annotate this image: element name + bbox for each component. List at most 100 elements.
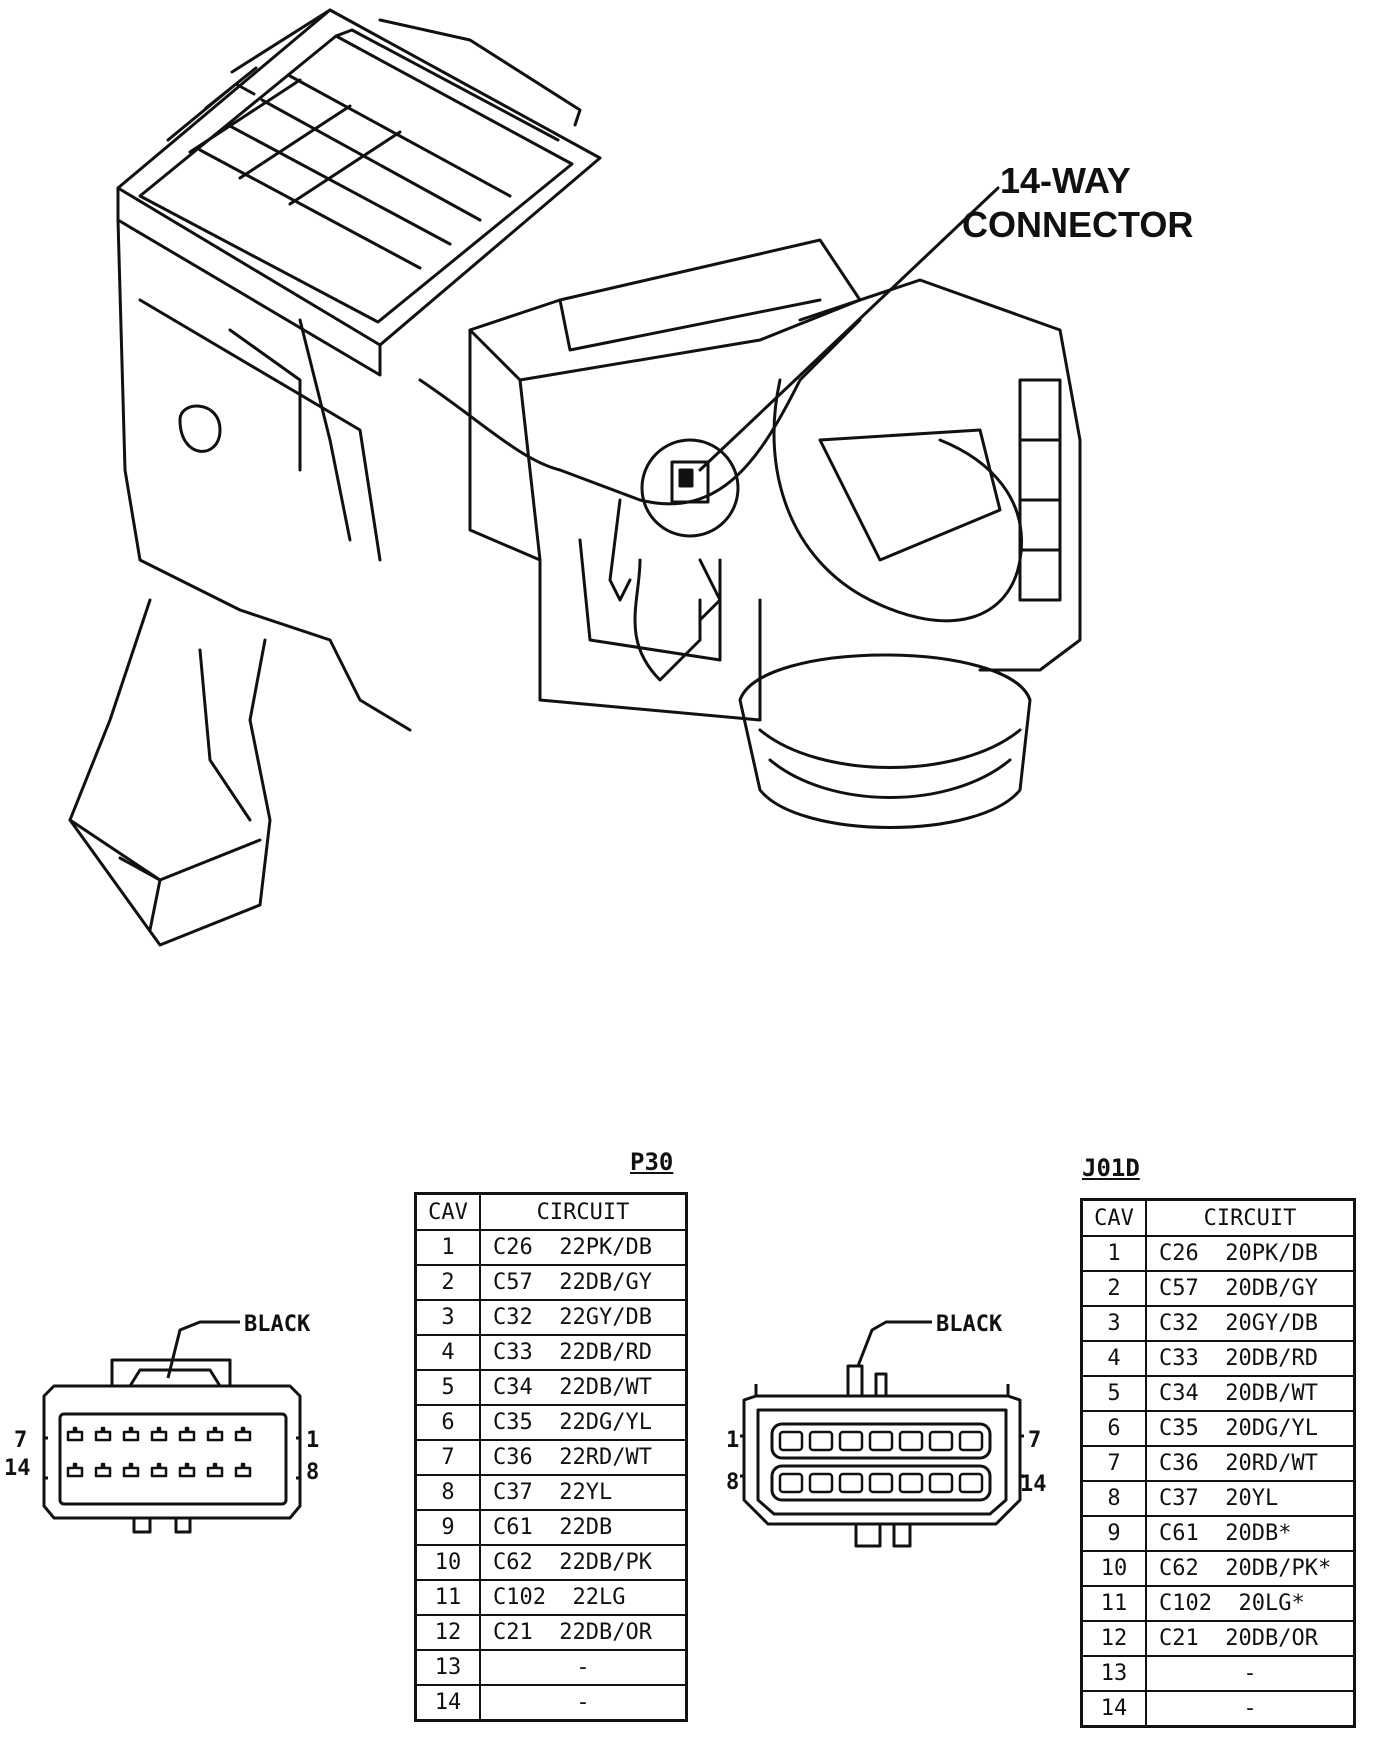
cav-cell: 12 <box>1080 1620 1147 1657</box>
column-header-circuit: CIRCUIT <box>1145 1198 1356 1237</box>
j01d-connector-face <box>740 1320 1024 1548</box>
table-header-row: CAV CIRCUIT <box>414 1192 688 1231</box>
cav-cell: 7 <box>414 1439 481 1476</box>
connector-location-circle <box>640 438 740 538</box>
j01d-pin-label-top-left: 1 <box>726 1428 740 1453</box>
cav-cell: 2 <box>1080 1270 1147 1307</box>
callout-label: 14-WAY <box>1000 160 1131 202</box>
circuit-cell: C37 20YL <box>1145 1480 1356 1517</box>
circuit-cell: C35 22DG/YL <box>479 1404 688 1441</box>
cav-cell: 10 <box>1080 1550 1147 1587</box>
cav-cell: 13 <box>414 1649 481 1686</box>
p30-connector-face <box>42 1320 302 1534</box>
circuit-cell: C62 20DB/PK* <box>1145 1550 1356 1587</box>
callout-label-2: CONNECTOR <box>962 204 1193 246</box>
callout-line-1: 14-WAY <box>1000 160 1131 201</box>
cav-cell: 3 <box>1080 1305 1147 1342</box>
circuit-cell: C102 22LG <box>479 1579 688 1616</box>
cav-cell: 13 <box>1080 1655 1147 1692</box>
cav-cell: 9 <box>1080 1515 1147 1552</box>
p30-connector-title: P30 <box>630 1148 674 1176</box>
cav-cell: 9 <box>414 1509 481 1546</box>
circuit-cell: C62 22DB/PK <box>479 1544 688 1581</box>
cav-cell: 6 <box>414 1404 481 1441</box>
column-header-cav: CAV <box>414 1192 481 1231</box>
cav-cell: 8 <box>414 1474 481 1511</box>
circuit-cell: C21 22DB/OR <box>479 1614 688 1651</box>
cav-cell: 5 <box>414 1369 481 1406</box>
j01d-connector-title: J01D <box>1082 1154 1140 1182</box>
circuit-cell: C37 22YL <box>479 1474 688 1511</box>
j01d-pin-label-top-right: 7 <box>1028 1428 1042 1453</box>
table-header-row: CAV CIRCUIT <box>1080 1198 1356 1237</box>
cav-cell: 14 <box>1080 1690 1147 1728</box>
cav-cell: 4 <box>414 1334 481 1371</box>
cav-cell: 1 <box>414 1229 481 1266</box>
cav-cell: 10 <box>414 1544 481 1581</box>
cav-cell: 11 <box>414 1579 481 1616</box>
circuit-cell: C61 22DB <box>479 1509 688 1546</box>
cav-cell: 6 <box>1080 1410 1147 1447</box>
center-module <box>468 238 862 382</box>
cav-cell: 11 <box>1080 1585 1147 1622</box>
circuit-cell: C33 22DB/RD <box>479 1334 688 1371</box>
p30-pin-label-bottom-right: 8 <box>306 1460 320 1485</box>
cav-cell: 1 <box>1080 1235 1147 1272</box>
cav-cell: 8 <box>1080 1480 1147 1517</box>
table-row: 14- <box>414 1684 688 1722</box>
circuit-cell: C102 20LG* <box>1145 1585 1356 1622</box>
circuit-cell: C34 22DB/WT <box>479 1369 688 1406</box>
cav-cell: 4 <box>1080 1340 1147 1377</box>
p30-pin-label-top-left: 7 <box>14 1428 28 1453</box>
circuit-cell: C61 20DB* <box>1145 1515 1356 1552</box>
cav-cell: 12 <box>414 1614 481 1651</box>
column-header-cav: CAV <box>1080 1198 1147 1237</box>
p30-color-label: BLACK <box>244 1312 311 1337</box>
column-header-circuit: CIRCUIT <box>479 1192 688 1231</box>
j01d-pin-label-bottom-left: 8 <box>726 1470 740 1495</box>
vent-grille-outline <box>116 8 602 347</box>
circuit-cell: C35 20DG/YL <box>1145 1410 1356 1447</box>
wire-harness <box>418 318 862 506</box>
j01d-color-label: BLACK <box>936 1312 1003 1337</box>
circuit-cell: - <box>479 1684 688 1722</box>
circuit-cell: C21 20DB/OR <box>1145 1620 1356 1657</box>
circuit-cell: C33 20DB/RD <box>1145 1340 1356 1377</box>
circuit-cell: C26 20PK/DB <box>1145 1235 1356 1272</box>
blower-housing <box>798 278 1082 672</box>
circuit-cell: C36 22RD/WT <box>479 1439 688 1476</box>
circuit-cell: C32 22GY/DB <box>479 1299 688 1336</box>
circuit-cell: C57 22DB/GY <box>479 1264 688 1301</box>
cav-cell: 3 <box>414 1299 481 1336</box>
table-row: 13- <box>1080 1655 1356 1692</box>
circuit-cell: - <box>1145 1655 1356 1692</box>
circuit-cell: - <box>1145 1690 1356 1728</box>
circuit-cell: - <box>479 1649 688 1686</box>
cav-cell: 7 <box>1080 1445 1147 1482</box>
floor-duct <box>68 598 272 947</box>
circuit-cell: C26 22PK/DB <box>479 1229 688 1266</box>
callout-leader-line <box>698 186 1000 472</box>
cav-cell: 14 <box>414 1684 481 1722</box>
cav-cell: 5 <box>1080 1375 1147 1412</box>
